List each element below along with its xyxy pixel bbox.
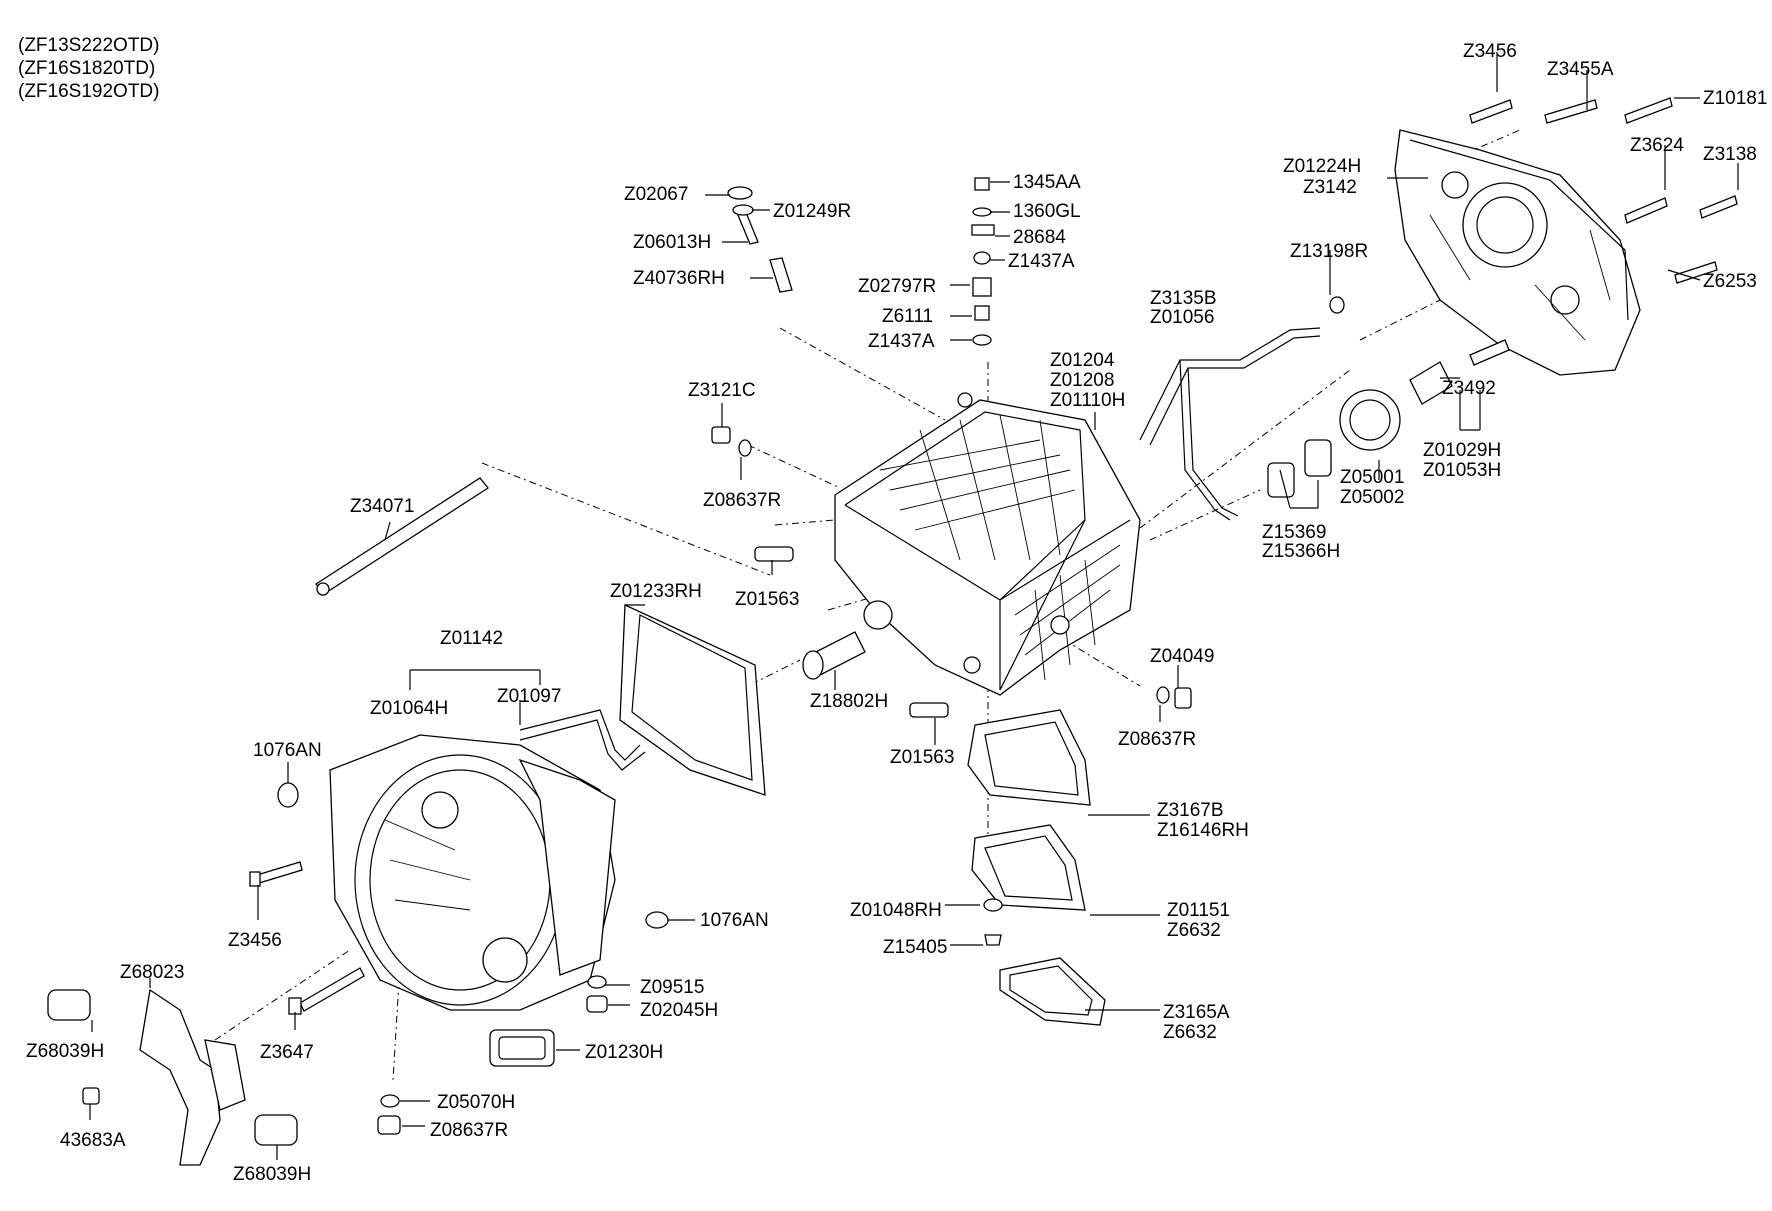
model-code: (ZF16S1820TD) xyxy=(18,58,156,79)
part-label: Z05001 xyxy=(1340,467,1404,488)
part-label: Z01208 xyxy=(1050,370,1114,391)
rear-cover xyxy=(1394,129,1641,376)
part-label: Z3456 xyxy=(1463,41,1517,62)
part-label: Z1437A xyxy=(868,331,935,352)
part-label: Z3121C xyxy=(688,380,756,401)
part-label: 1345AA xyxy=(1013,172,1081,193)
part-label: Z01563 xyxy=(890,747,954,768)
part-label: Z01204 xyxy=(1050,350,1115,371)
part-label: Z10181 xyxy=(1703,88,1767,109)
part-label: Z01056 xyxy=(1150,307,1214,328)
part-label: 1076AN xyxy=(700,910,769,931)
part-label: Z08637R xyxy=(430,1120,508,1141)
part-label: 1360GL xyxy=(1013,201,1081,222)
part-label: Z04049 xyxy=(1150,646,1214,667)
part-label: Z3492 xyxy=(1442,378,1496,399)
part-label: Z01230H xyxy=(585,1042,663,1063)
part-label: Z01048RH xyxy=(850,900,942,921)
part-label: Z01224H xyxy=(1283,156,1361,177)
part-label: Z01053H xyxy=(1423,460,1501,481)
part-label: Z15369 xyxy=(1262,522,1326,543)
part-label: Z01142 xyxy=(440,628,503,649)
part-label: Z6632 xyxy=(1167,920,1221,941)
part-label: Z68039H xyxy=(26,1041,104,1062)
part-label: Z3165A xyxy=(1163,1002,1230,1023)
part-label: Z40736RH xyxy=(633,268,725,289)
part-label: Z01110H xyxy=(1050,390,1125,411)
part-label: Z06013H xyxy=(633,232,711,253)
part-label: Z3624 xyxy=(1630,135,1684,156)
part-label: Z1437A xyxy=(1008,251,1075,272)
part-label: Z16146RH xyxy=(1157,820,1249,841)
part-label: Z3167B xyxy=(1157,800,1224,821)
part-label: Z3142 xyxy=(1303,177,1357,198)
part-label: Z01233RH xyxy=(610,581,702,602)
clutch-housing xyxy=(329,734,616,1011)
part-label: Z3455A xyxy=(1547,59,1614,80)
part-label: Z02045H xyxy=(640,1000,718,1021)
small-parts xyxy=(47,97,1738,1166)
part-label: Z02797R xyxy=(858,276,936,297)
part-label: Z08637R xyxy=(1118,729,1196,750)
main-housing xyxy=(834,392,1141,696)
part-label: Z6632 xyxy=(1163,1022,1217,1043)
model-code: (ZF13S222OTD) xyxy=(18,35,160,56)
part-labels: Z3456 Z3455A Z10181 Z01224H Z3142 Z3624 … xyxy=(26,41,1767,1185)
part-label: Z6253 xyxy=(1703,271,1757,292)
part-label: Z02067 xyxy=(624,184,688,205)
part-label: 28684 xyxy=(1013,227,1066,248)
gaskets xyxy=(489,604,1106,1067)
part-label: Z68023 xyxy=(120,962,184,983)
part-label: Z05070H xyxy=(437,1092,515,1113)
part-label: Z05002 xyxy=(1340,487,1404,508)
part-label: Z18802H xyxy=(810,691,888,712)
model-list: (ZF13S222OTD) (ZF16S1820TD) (ZF16S192OTD… xyxy=(18,34,159,103)
part-label: Z01029H xyxy=(1423,440,1501,461)
part-label: Z01563 xyxy=(735,589,799,610)
part-label: Z01097 xyxy=(497,686,561,707)
part-label: Z3456 xyxy=(228,930,282,951)
part-label: Z3138 xyxy=(1703,144,1757,165)
part-label: Z15405 xyxy=(883,937,947,958)
part-label: Z09515 xyxy=(640,977,704,998)
part-label: Z01151 xyxy=(1167,900,1230,921)
part-label: Z01249R xyxy=(773,201,851,222)
part-label: Z34071 xyxy=(350,496,414,517)
model-code: (ZF16S192OTD) xyxy=(18,81,160,102)
part-label: Z13198R xyxy=(1290,241,1368,262)
part-label: Z6111 xyxy=(882,306,933,327)
part-label: Z08637R xyxy=(703,490,781,511)
part-label: Z3647 xyxy=(260,1042,314,1063)
part-label: Z68039H xyxy=(233,1164,311,1185)
part-label: Z3135B xyxy=(1150,288,1217,309)
part-label: 1076AN xyxy=(253,740,322,761)
part-label: 43683A xyxy=(60,1130,126,1151)
leader-lines xyxy=(89,52,1739,1160)
part-label: Z01064H xyxy=(370,698,448,719)
part-label: Z15366H xyxy=(1262,541,1340,562)
